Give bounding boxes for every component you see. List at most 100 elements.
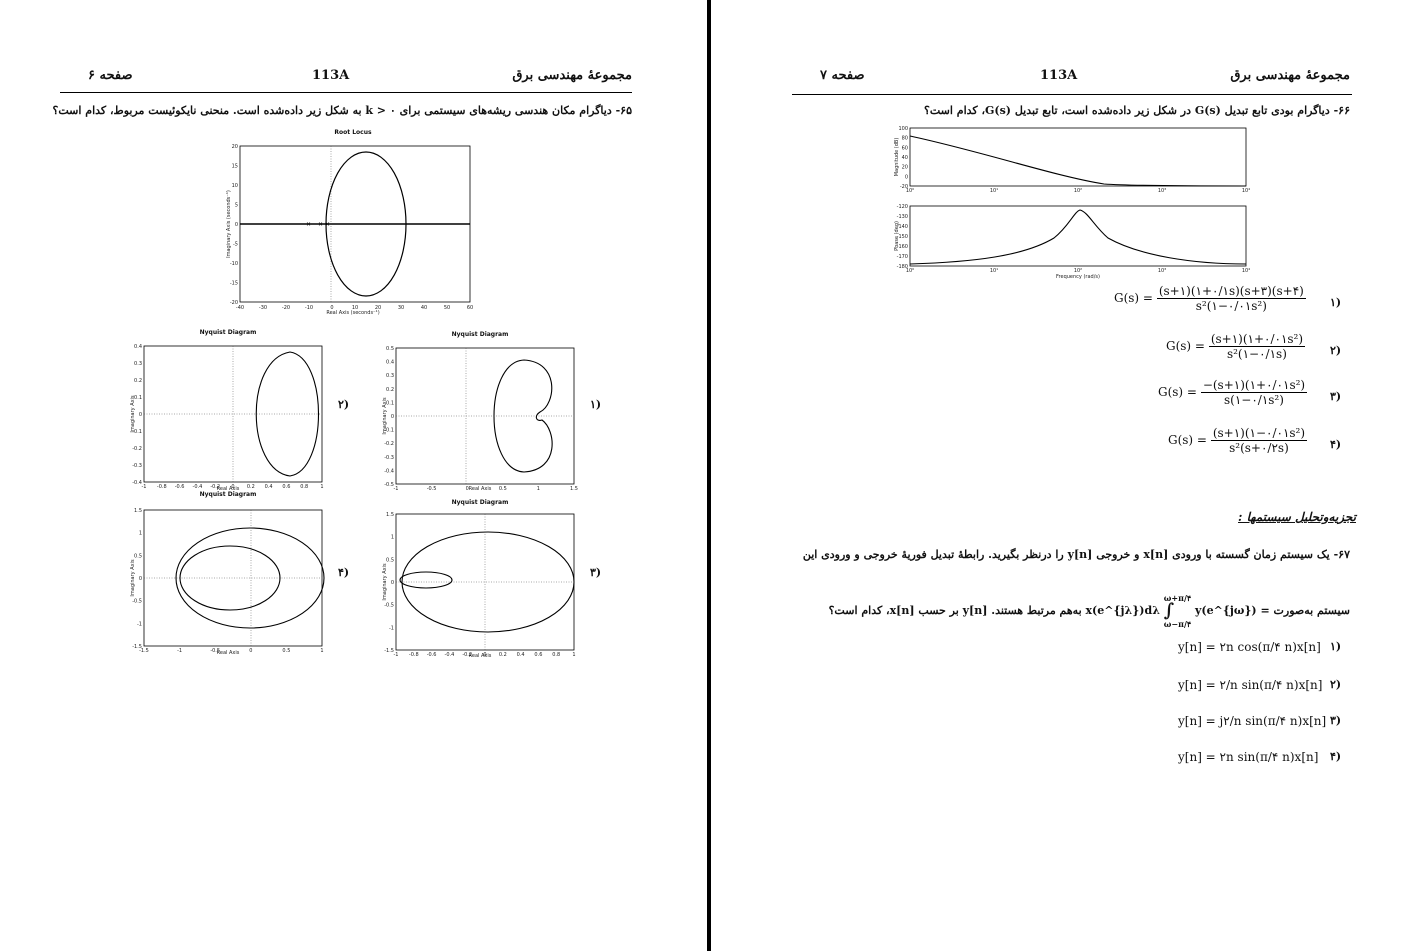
question-66-number: ۶۶- bbox=[1333, 104, 1350, 117]
nyquist-3-ytick: -1.5 bbox=[384, 648, 394, 654]
nyquist-2-ytick: 0.1 bbox=[134, 395, 142, 401]
question-67-upper-limit: ω+π/۴ bbox=[1163, 593, 1192, 603]
nyquist-4-xtick: 0 bbox=[249, 648, 252, 654]
root-locus-pole-3: × bbox=[325, 221, 330, 228]
option-67-3-number: (۳ bbox=[1330, 714, 1342, 727]
bode-phase-plot: Phase (deg) Frequency (rad/s) -120-130-1… bbox=[894, 202, 1250, 286]
nyquist-2-xtick: -0.2 bbox=[210, 484, 220, 490]
nyquist-3-xtick: -0.6 bbox=[427, 652, 437, 658]
nyquist-1-curve bbox=[493, 359, 553, 473]
nyquist-1-ytick: -0.2 bbox=[384, 441, 394, 447]
option-66-3-numerator: −(s+۱)(۱+۰/۰۱s²) bbox=[1200, 378, 1308, 393]
nyquist-3-xtick: -0.4 bbox=[445, 652, 455, 658]
option-66-2-lhs: G(s) = bbox=[1166, 339, 1205, 353]
option-4-label: (۴ bbox=[338, 566, 350, 579]
option-66-2-numerator: (s+۱)(۱+۰/۰۱s²) bbox=[1208, 332, 1306, 347]
nyquist-4-ylabel: Imaginary Axis bbox=[130, 559, 136, 597]
nyquist-1-frame bbox=[395, 347, 575, 485]
bode-phase-xtick: 10³ bbox=[1158, 268, 1166, 274]
question-65: ۶۵- دیاگرام مکان هندسی ریشه‌های سیستمی ب… bbox=[53, 104, 632, 117]
nyquist-3-xtick: -0.8 bbox=[409, 652, 419, 658]
option-67-3-formula: y[n] = j۲/n sin(π/۴ n)x[n] bbox=[1178, 714, 1327, 728]
root-locus-ellipse bbox=[325, 151, 407, 297]
root-locus-xtick: 30 bbox=[398, 305, 404, 311]
bode-magnitude-ytick: 60 bbox=[902, 145, 908, 151]
bode-magnitude-ytick: 0 bbox=[905, 174, 908, 180]
option-66-4-formula: G(s) = (s+۱)(۱−۰/۰۱s²)s²(s+۰/۲s) bbox=[1168, 426, 1308, 455]
question-66: ۶۶- دیاگرام بودی تابع تبدیل G(s) در شکل … bbox=[924, 104, 1350, 117]
root-locus-ytick: -15 bbox=[230, 281, 238, 287]
question-67-lower-limit: ω−π/۴ bbox=[1163, 619, 1192, 629]
option-3-label: (۳ bbox=[590, 566, 602, 579]
root-locus-xtick: 50 bbox=[444, 305, 450, 311]
integral-sign-icon: ∫ bbox=[1163, 600, 1175, 621]
nyquist-1-ytick: 0.5 bbox=[386, 346, 394, 352]
nyquist-1-xtick: -0.5 bbox=[427, 486, 437, 492]
nyquist-3-xtick: 0.4 bbox=[517, 652, 525, 658]
nyquist-1-ytick: -0.1 bbox=[384, 428, 394, 434]
bode-magnitude-ytick: 40 bbox=[902, 155, 908, 161]
root-locus-title: Root Locus bbox=[334, 129, 372, 136]
left-header-title: مجموعهٔ مهندسی برق bbox=[512, 68, 632, 83]
option-2-label: (۲ bbox=[338, 398, 350, 411]
root-locus-xtick: -20 bbox=[282, 305, 290, 311]
nyquist-1-ytick: -0.3 bbox=[384, 455, 394, 461]
option-67-1-formula: y[n] = ۲n cos(π/۴ n)x[n] bbox=[1178, 640, 1321, 654]
option-67-4-formula: y[n] = ۲n sin(π/۴ n)x[n] bbox=[1178, 750, 1319, 764]
nyquist-4-inner-curve bbox=[179, 545, 281, 611]
nyquist-4-frame bbox=[143, 509, 323, 647]
option-1-label: (۱ bbox=[590, 398, 602, 411]
nyquist-2-xtick: -0.8 bbox=[157, 484, 167, 490]
question-67-number: ۶۷- bbox=[1333, 548, 1350, 561]
bode-xlabel: Frequency (rad/s) bbox=[1056, 274, 1100, 280]
root-locus-ytick: -10 bbox=[230, 261, 238, 267]
left-header-rule bbox=[60, 92, 632, 93]
nyquist-1-xtick: 0 bbox=[466, 486, 469, 492]
bode-magnitude-xtick: 10⁴ bbox=[1242, 188, 1250, 194]
nyquist-4-xtick: 0.5 bbox=[282, 648, 290, 654]
bode-phase-frame bbox=[909, 205, 1247, 267]
nyquist-3-ytick: 1.5 bbox=[386, 512, 394, 518]
nyquist-4-outer-curve bbox=[175, 527, 325, 629]
bode-magnitude-curve bbox=[909, 135, 1247, 187]
root-locus-xlabel: Real Axis (seconds⁻¹) bbox=[326, 310, 379, 316]
nyquist-3-xtick: 0 bbox=[483, 652, 486, 658]
root-locus-plot: Root Locus × × × Real Axis (seconds⁻¹) I… bbox=[226, 128, 478, 322]
question-67-integrand: x(e^{jλ})dλ bbox=[1085, 604, 1160, 617]
nyquist-1-ytick: -0.4 bbox=[384, 468, 394, 474]
nyquist-2-xlabel: Real Axis bbox=[217, 486, 240, 492]
root-locus-xtick: 10 bbox=[352, 305, 358, 311]
nyquist-3-xtick: 0.6 bbox=[534, 652, 542, 658]
bode-magnitude-xtick: 10⁰ bbox=[906, 188, 914, 194]
nyquist-2-xtick: -0.6 bbox=[175, 484, 185, 490]
root-locus-pole-2: × bbox=[318, 221, 323, 228]
option-66-3-formula: G(s) = −(s+۱)(۱+۰/۰۱s²)s(۱−۰/۱s²) bbox=[1158, 378, 1308, 407]
nyquist-1-ylabel: Imaginary Axis bbox=[382, 397, 388, 435]
nyquist-4-ytick: 0.5 bbox=[134, 553, 142, 559]
nyquist-1-xlabel: Real Axis bbox=[469, 486, 492, 492]
nyquist-3-ytick: 0.5 bbox=[386, 557, 394, 563]
option-66-1-lhs: G(s) = bbox=[1114, 291, 1153, 305]
option-66-3-number: (۳ bbox=[1330, 390, 1342, 403]
nyquist-1-ytick: 0.2 bbox=[386, 387, 394, 393]
nyquist-3-yticks: 1.510.50-0.5-1-1.5 bbox=[384, 512, 394, 654]
nyquist-4-ytick: 1.5 bbox=[134, 508, 142, 514]
root-locus-ytick: 15 bbox=[232, 164, 238, 170]
bode-phase-ytick: -130 bbox=[897, 214, 908, 220]
bode-phase-ylabel: Phase (deg) bbox=[894, 221, 900, 251]
nyquist-4-xtick: -0.5 bbox=[210, 648, 220, 654]
nyquist-3-xtick: 0.8 bbox=[552, 652, 560, 658]
nyquist-2-ytick: -0.2 bbox=[132, 446, 142, 452]
option-66-3-denominator: s(۱−۰/۱s²) bbox=[1223, 393, 1284, 407]
nyquist-4-ytick: -0.5 bbox=[132, 599, 142, 605]
bode-phase-ytick: -150 bbox=[897, 234, 908, 240]
bode-magnitude-ytick: 20 bbox=[902, 165, 908, 171]
